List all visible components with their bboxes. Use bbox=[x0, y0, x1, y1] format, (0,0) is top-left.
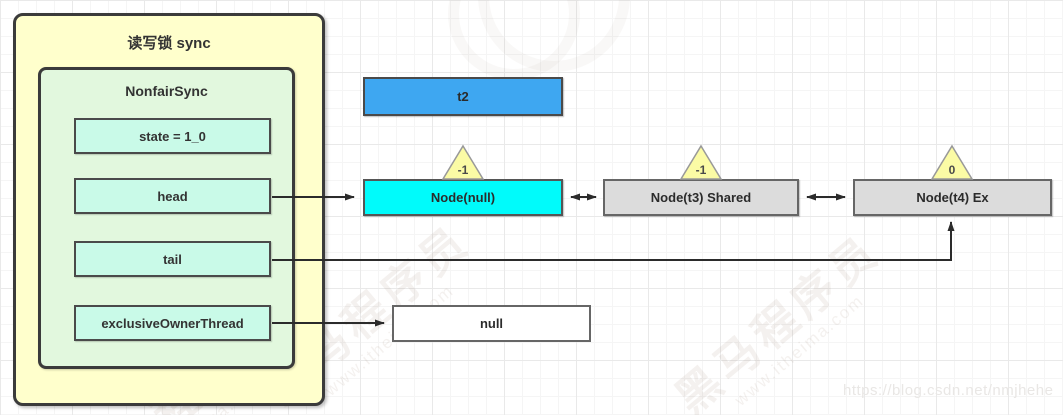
triangle-shape bbox=[441, 144, 485, 180]
field-exclusive-owner-thread: exclusiveOwnerThread bbox=[74, 305, 271, 341]
field-head: head bbox=[74, 178, 271, 214]
arrow-tail-to-node-t4 bbox=[272, 221, 955, 261]
waitstatus-value: 0 bbox=[949, 163, 956, 177]
nonfairsync-title: NonfairSync bbox=[125, 83, 208, 99]
waitstatus-triangle-node-null: -1 bbox=[441, 144, 485, 180]
waitstatus-value: -1 bbox=[696, 163, 707, 177]
watermark-circle bbox=[448, 0, 580, 80]
watermark-brand: 黑马程序员 www.itheima.com bbox=[666, 225, 902, 415]
node-null-box: Node(null) bbox=[363, 179, 563, 216]
watermark-brand-url: www.itheima.com bbox=[731, 290, 868, 410]
nonfairsync-container: NonfairSync state = 1_0 head tail exclus… bbox=[38, 67, 295, 369]
triangle-shape bbox=[930, 144, 974, 180]
watermark-brand-text: 黑马程序员 bbox=[666, 225, 890, 415]
thread-t2-box: t2 bbox=[363, 77, 563, 116]
rwlock-sync-title: 读写锁 sync bbox=[127, 35, 211, 52]
field-tail: tail bbox=[74, 241, 271, 277]
rwlock-sync-container: 读写锁 sync NonfairSync state = 1_0 head ta… bbox=[13, 13, 325, 406]
waitstatus-triangle-node-t4: 0 bbox=[930, 144, 974, 180]
waitstatus-value: -1 bbox=[458, 163, 469, 177]
waitstatus-triangle-node-t3: -1 bbox=[679, 144, 723, 180]
watermark-blog-url: https://blog.csdn.net/nmjhehe bbox=[843, 382, 1054, 399]
node-t3-shared-box: Node(t3) Shared bbox=[603, 179, 799, 216]
triangle-shape bbox=[679, 144, 723, 180]
watermark-circle bbox=[478, 0, 630, 72]
node-t4-ex-box: Node(t4) Ex bbox=[853, 179, 1052, 216]
field-state: state = 1_0 bbox=[74, 118, 271, 154]
null-box: null bbox=[392, 305, 591, 342]
